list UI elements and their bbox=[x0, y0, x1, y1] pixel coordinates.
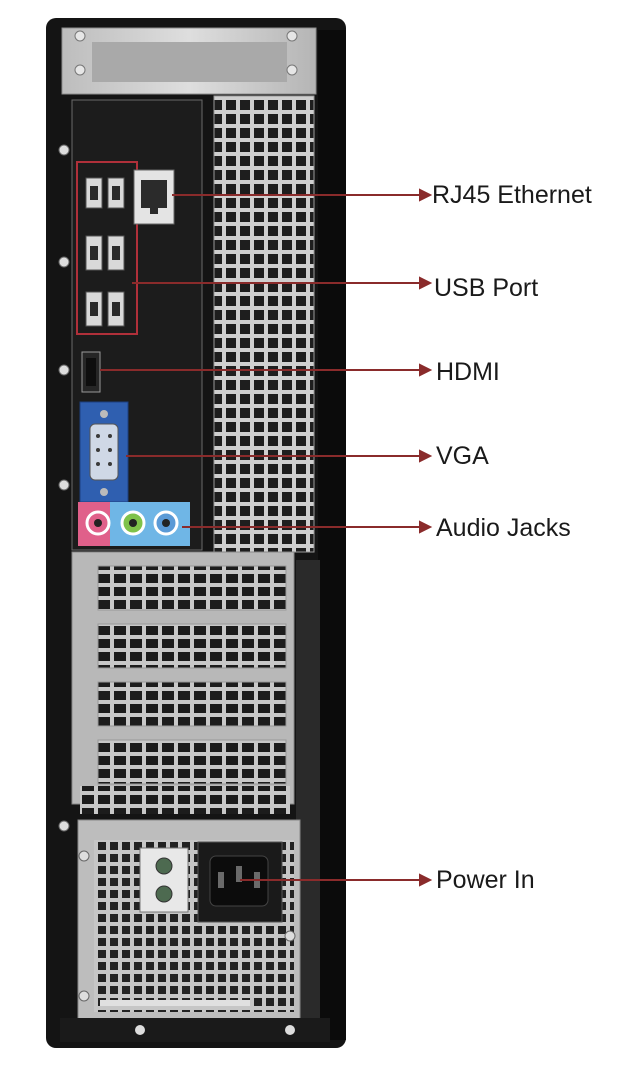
screw-icon bbox=[100, 410, 108, 418]
case-side-edge bbox=[318, 30, 346, 1040]
screw-icon bbox=[286, 64, 298, 76]
screw-icon bbox=[100, 488, 108, 496]
expansion-slot bbox=[97, 681, 287, 727]
expansion-slot bbox=[97, 739, 287, 785]
expansion-slot bbox=[97, 623, 287, 669]
screw-icon bbox=[284, 930, 296, 942]
arrow-icon bbox=[419, 873, 433, 887]
screw-icon bbox=[135, 1025, 145, 1035]
callout-lines bbox=[100, 188, 433, 887]
screw-icon bbox=[58, 364, 70, 376]
arrow-icon bbox=[419, 188, 433, 202]
label-vga: VGA bbox=[436, 442, 489, 470]
arrow-icon bbox=[419, 449, 433, 463]
screw-icon bbox=[58, 820, 70, 832]
screw-icon bbox=[78, 850, 90, 862]
arrow-icon bbox=[419, 363, 433, 377]
vent-grid bbox=[213, 95, 315, 553]
psu-led-icon bbox=[155, 857, 173, 875]
screw-icon bbox=[74, 30, 86, 42]
label-rj45-ethernet: RJ45 Ethernet bbox=[432, 181, 592, 209]
label-audio-jacks: Audio Jacks bbox=[436, 514, 571, 542]
arrow-icon bbox=[419, 276, 433, 290]
label-hdmi: HDMI bbox=[436, 358, 500, 386]
label-usb-port: USB Port bbox=[434, 274, 539, 302]
screw-icon bbox=[78, 990, 90, 1002]
screw-icon bbox=[58, 256, 70, 268]
arrow-icon bbox=[419, 520, 433, 534]
screw-icon bbox=[285, 1025, 295, 1035]
usb-highlight-frame bbox=[76, 161, 138, 335]
label-power-in: Power In bbox=[436, 866, 535, 894]
screw-icon bbox=[74, 64, 86, 76]
screw-icon bbox=[58, 479, 70, 491]
screw-icon bbox=[286, 30, 298, 42]
screw-icon bbox=[58, 144, 70, 156]
expansion-slot bbox=[97, 565, 287, 611]
psu-test-button bbox=[155, 885, 173, 903]
